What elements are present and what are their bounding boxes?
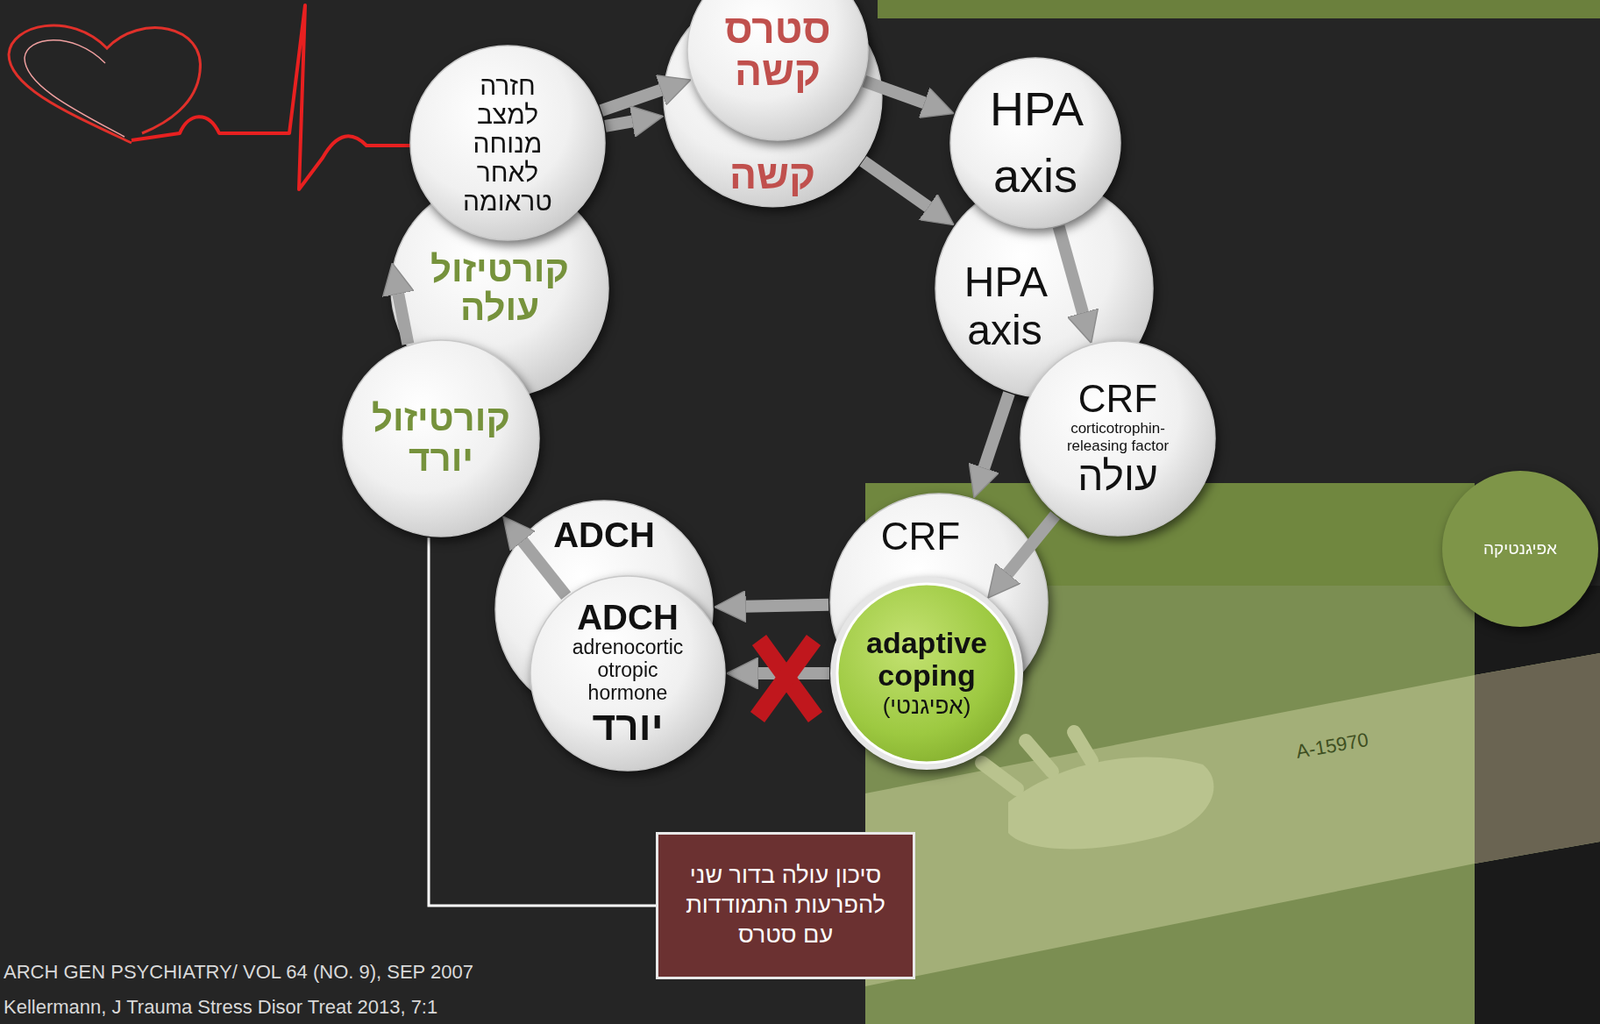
heart-inner-line bbox=[24, 40, 125, 137]
photo-hand bbox=[1008, 757, 1214, 850]
flow-arrow bbox=[744, 604, 829, 607]
circle-fill bbox=[342, 340, 540, 537]
citation: ARCH GEN PSYCHIATRY/ VOL 64 (NO. 9), SEP… bbox=[3, 960, 474, 984]
node-text: אפיגנטיקה bbox=[1483, 539, 1558, 560]
text-group: ADCH bbox=[553, 515, 655, 555]
stress-circle: סטרס קשה bbox=[685, 0, 870, 143]
circle-fill bbox=[1020, 341, 1216, 536]
node-text: CRF bbox=[1078, 377, 1158, 420]
flow-arrow bbox=[983, 392, 1010, 470]
node-text: HPA axis bbox=[964, 257, 1046, 355]
heart-outline bbox=[8, 25, 200, 143]
circle-fill bbox=[1442, 470, 1599, 627]
photo-arm-shadow bbox=[1474, 653, 1600, 864]
circle-fill bbox=[410, 45, 605, 241]
flow-arrow bbox=[604, 120, 634, 127]
circle-fill bbox=[950, 57, 1121, 228]
photo-dark-edge bbox=[1474, 585, 1600, 1024]
text-group: CRF bbox=[881, 515, 960, 558]
recovery-circle: חזרה למצב מנוחה לאחר טראומה bbox=[408, 43, 607, 242]
top-bar bbox=[877, 0, 1600, 19]
circle-ring bbox=[830, 576, 1024, 770]
citation: Kellermann, J Trauma Stress Disor Treat … bbox=[3, 995, 438, 1019]
node-text: חזרה למצב מנוחה לאחר טראומה bbox=[462, 71, 553, 216]
citation-box: Kellermann, J Trauma Stress Disor Treat … bbox=[3, 995, 438, 1019]
text-group: סיכון עולה בדור שני להפרעות התמודדות עם … bbox=[672, 860, 899, 950]
node-text: סטרס קשה bbox=[724, 7, 831, 93]
node-text: adaptive coping bbox=[866, 626, 988, 693]
text-group: ADCHadrenocortic otropic hormoneיורד bbox=[572, 597, 684, 749]
citation-box: ARCH GEN PSYCHIATRY/ VOL 64 (NO. 9), SEP… bbox=[3, 960, 474, 984]
text-group: סטרס קשה bbox=[724, 7, 831, 93]
node-text: adrenocortic otropic hormone bbox=[572, 636, 684, 704]
adch-circle: ADCHadrenocortic otropic hormoneיורד bbox=[528, 574, 727, 773]
node-text: סיכון עולה בדור שני להפרעות התמודדות עם … bbox=[672, 860, 899, 950]
text-group: קורטיזול יורד bbox=[371, 398, 511, 479]
node-text: קשה bbox=[729, 153, 816, 196]
callout-box: סיכון עולה בדור שני להפרעות התמודדות עם … bbox=[655, 832, 916, 980]
circle-fill bbox=[837, 583, 1017, 763]
node-text: corticotrophin-releasing factor bbox=[1052, 419, 1184, 455]
node-text: ADCH bbox=[553, 515, 655, 555]
text-group: adaptive coping(אפיגנטי) bbox=[866, 626, 988, 720]
ecg-line bbox=[131, 5, 411, 190]
blocked-cross bbox=[757, 640, 816, 718]
node-text: יורד bbox=[591, 704, 663, 749]
text-group: חזרה למצב מנוחה לאחר טראומה bbox=[462, 71, 553, 216]
circle-outline bbox=[948, 56, 1123, 230]
text-group: HPA axis bbox=[964, 257, 1046, 355]
node-text: CRF bbox=[881, 515, 960, 558]
node-text: קורטיזול יורד bbox=[371, 398, 511, 479]
node-text: HPA axis bbox=[989, 76, 1081, 209]
circle-fill bbox=[530, 576, 726, 771]
circle-fill bbox=[687, 0, 868, 141]
hpa-circle: HPA axis bbox=[948, 56, 1123, 230]
flow-arrow bbox=[862, 161, 930, 208]
crf-circle: CRFcorticotrophin-releasing factorעולה bbox=[1018, 339, 1217, 538]
topic-circle: אפיגנטיקה bbox=[1441, 469, 1600, 628]
node-text: קורטיזול עולה bbox=[430, 249, 569, 328]
cortisol-circle: קורטיזול יורד bbox=[341, 338, 541, 539]
node-text: ADCH bbox=[576, 597, 679, 637]
cross-stroke bbox=[757, 640, 814, 718]
text-group: HPA axis bbox=[989, 76, 1081, 209]
text-group: קורטיזול עולה bbox=[430, 249, 569, 328]
text-group: CRFcorticotrophin-releasing factorעולה bbox=[1052, 377, 1184, 499]
node-text: עולה bbox=[1077, 454, 1158, 499]
flow-arrow bbox=[601, 89, 663, 111]
node-text: (אפיגנטי) bbox=[882, 692, 972, 720]
text-group: קשה bbox=[729, 153, 816, 196]
text-group: אפיגנטיקה bbox=[1483, 539, 1558, 560]
coping-circle: adaptive coping(אפיגנטי) bbox=[829, 576, 1024, 771]
photo-fingers bbox=[981, 732, 1092, 790]
